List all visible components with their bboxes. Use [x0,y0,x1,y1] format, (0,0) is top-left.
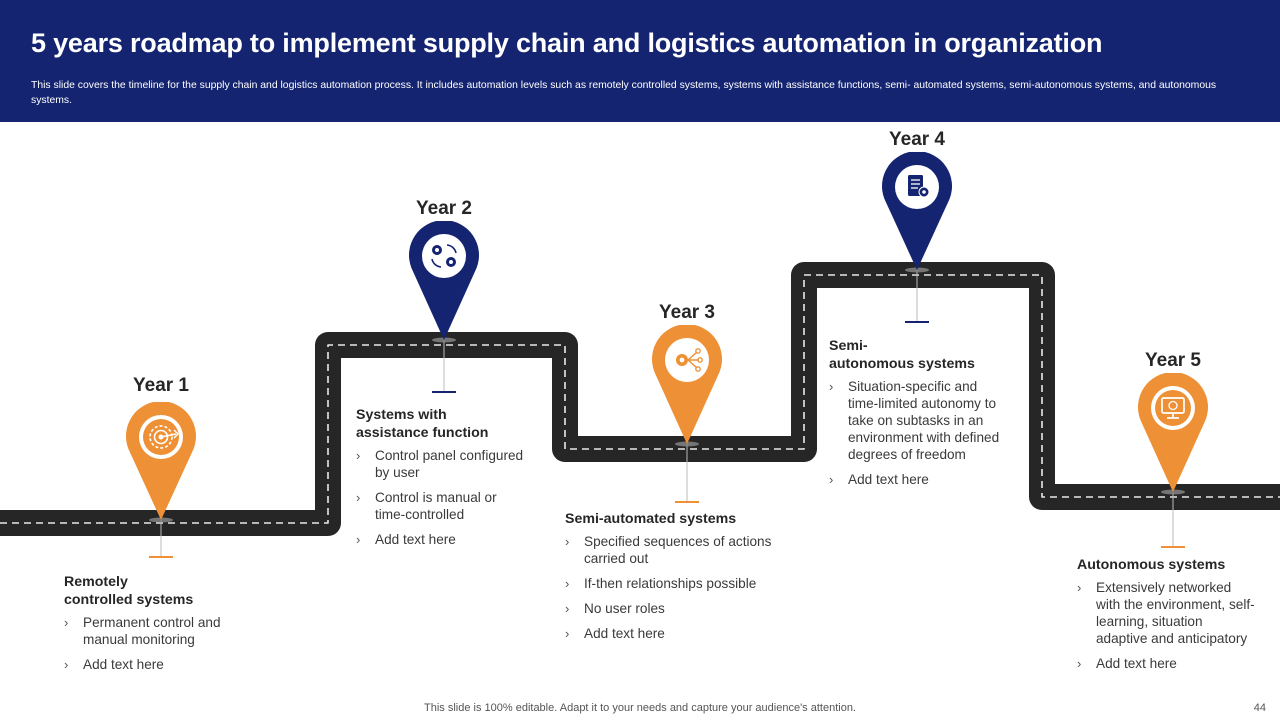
chevron-right-icon: › [356,448,361,463]
bullet-text-line: degrees of freedom [848,447,966,462]
bullet-text-line: by user [375,465,420,480]
chevron-right-icon: › [64,657,69,672]
bullet-text-line: Control is manual or [375,490,497,505]
slide-subtitle: This slide covers the timeline for the s… [31,80,1217,106]
bullet-text-line: Add text here [584,626,665,641]
milestone-description: Remotely controlled systems › Permanent con… [64,573,221,681]
milestone-title-line: assistance function [356,425,489,441]
milestone-bullets: › Situation-specific and time-limited auto… [829,378,999,488]
bullet-item: › Add text here [64,656,221,673]
milestone-title-line: autonomous systems [829,356,975,372]
chevron-right-icon: › [565,534,570,549]
bullet-text-line: learning, situation [1096,614,1203,629]
milestone-title: Semi-autonomous systems [829,337,999,373]
bullet-text-line: with the environment, self- [1096,597,1255,612]
bullet-item: › Control panel configured by user [356,447,523,481]
milestone-title: Remotely controlled systems [64,573,221,609]
milestone-description: Semi-autonomous systems › Situation-specif… [829,337,999,496]
chevron-right-icon: › [829,379,834,394]
bullet-item: › Add text here [829,471,999,488]
milestone-title: Semi-automated systems [565,510,771,528]
milestone-title-line: Semi- [829,338,868,354]
milestone-title-line: Remotely [64,574,128,590]
milestone-title-line: Autonomous systems [1077,557,1226,573]
bullet-text-line: Add text here [1096,656,1177,671]
milestone-description: Autonomous systems › Extensively networked… [1077,556,1255,680]
bullet-item: › Add text here [1077,655,1255,672]
milestone-title-line: Semi-automated systems [565,511,737,527]
milestone-title-line: controlled systems [64,592,194,608]
milestone-description: Systems with assistance function › Control … [356,406,523,556]
milestone-title: Autonomous systems [1077,556,1255,574]
year-label: Year 5 [1145,350,1201,371]
bullet-text-line: Situation-specific and [848,379,978,394]
bullet-item: › Specified sequences of actions carried o… [565,533,771,567]
bullet-text-line: carried out [584,551,649,566]
bullet-item: › Add text here [356,531,523,548]
bullet-text-line: time-limited autonomy to [848,396,997,411]
bullet-text-line: Control panel configured [375,448,524,463]
bullet-text-line: Permanent control and [83,615,221,630]
chevron-right-icon: › [829,472,834,487]
target-icon [140,416,182,458]
monitor-icon [1152,387,1194,429]
bullet-text-line: Add text here [83,657,164,672]
bullet-text-line: Extensively networked [1096,580,1232,595]
chevron-right-icon: › [356,490,361,505]
footer-note: This slide is 100% editable. Adapt it to… [424,702,856,714]
bullet-text-line: take on subtasks in an [848,413,984,428]
chevron-right-icon: › [565,626,570,641]
year-label: Year 1 [133,375,189,396]
milestone-bullets: › Extensively networked with the environme… [1077,579,1255,672]
milestone-bullets: › Control panel configured by user › Control… [356,447,523,548]
year-label: Year 4 [889,129,945,150]
milestone-title: Systems with assistance function [356,406,523,442]
bullet-item: › No user roles [565,600,771,617]
chevron-right-icon: › [64,615,69,630]
chevron-right-icon: › [565,601,570,616]
bullet-item: › Control is manual or time-controlled [356,489,523,523]
bullet-text-line: Add text here [375,532,456,547]
slide-title: 5 years roadmap to implement supply chai… [31,28,1103,58]
document-gear-icon [896,166,938,208]
chevron-right-icon: › [565,576,570,591]
bullet-text-line: If-then relationships possible [584,576,757,591]
bullet-text-line: Add text here [848,472,929,487]
bullet-item: › Add text here [565,625,771,642]
bullet-text-line: adaptive and anticipatory [1096,631,1248,646]
milestone-title-line: Systems with [356,407,447,423]
bullet-text-line: time-controlled [375,507,465,522]
chevron-right-icon: › [1077,656,1082,671]
gear-network-icon [666,339,708,381]
bullet-text-line: manual monitoring [83,632,195,647]
milestone-description: Semi-automated systems › Specified sequenc… [565,510,771,650]
chevron-right-icon: › [356,532,361,547]
bullet-item: › If-then relationships possible [565,575,771,592]
chevron-right-icon: › [1077,580,1082,595]
year-label: Year 2 [416,198,472,219]
milestone-bullets: › Specified sequences of actions carried o… [565,533,771,642]
bullet-item: › Permanent control and manual monitoring [64,614,221,648]
year-label: Year 3 [659,302,715,323]
page-number: 44 [1253,702,1266,714]
gears-cycle-icon [423,235,465,277]
bullet-text-line: No user roles [584,601,665,616]
bullet-text-line: Specified sequences of actions [584,534,772,549]
bullet-item: › Situation-specific and time-limited auto… [829,378,999,463]
header-banner: 5 years roadmap to implement supply chai… [0,0,1280,122]
bullet-text-line: environment with defined [848,430,1000,445]
bullet-item: › Extensively networked with the environme… [1077,579,1255,647]
